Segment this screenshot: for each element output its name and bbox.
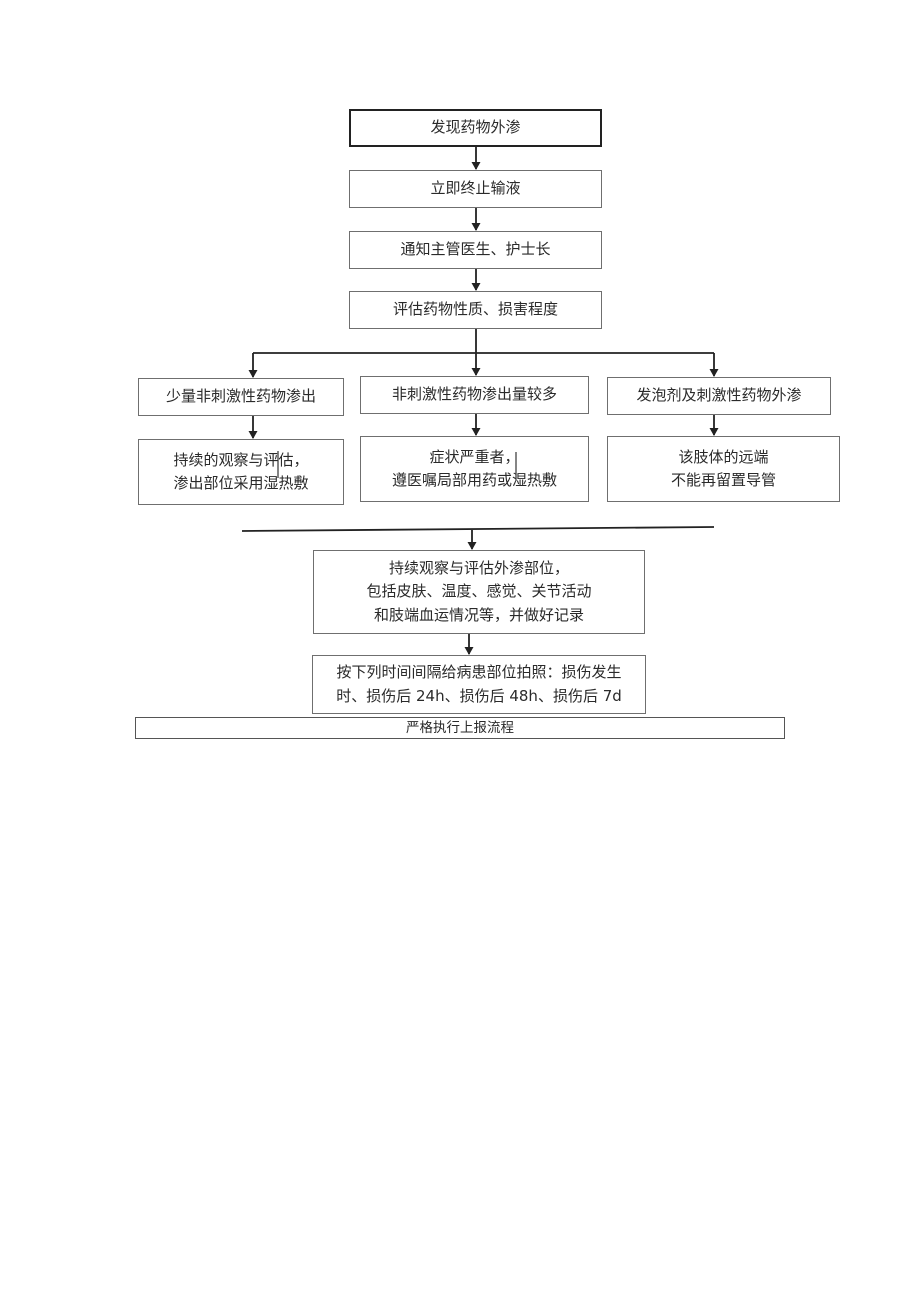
branch-3-action-line-1: 该肢体的远端 bbox=[678, 447, 769, 466]
branch-1-action-line-2: 渗出部位采用湿热敷 bbox=[173, 474, 309, 492]
branch-2-title-box: 非刺激性药物渗出量较多 bbox=[360, 376, 589, 414]
notify-box: 通知主管医生、护士长 bbox=[349, 231, 602, 269]
branch-2-action-line-1: 症状严重者， bbox=[429, 447, 520, 466]
observe-line-1: 持续观察与评估外渗部位， bbox=[388, 559, 569, 578]
observe-line-3: 和肢端血运情况等，并做好记录 bbox=[373, 605, 584, 624]
photo-line-1: 按下列时间间隔给病患部位拍照：损伤发生 bbox=[336, 663, 622, 682]
assess-label: 评估药物性质、损害程度 bbox=[392, 300, 558, 319]
report-box: 严格执行上报流程 bbox=[135, 717, 785, 739]
branch-3-action-line-2: 不能再留置导管 bbox=[670, 471, 776, 489]
branch-3-title-box: 发泡剂及刺激性药物外渗 bbox=[607, 377, 831, 415]
merge-line bbox=[241, 526, 715, 532]
photo-line-2: 时、损伤后 24h、损伤后 48h、损伤后 7d bbox=[336, 686, 622, 705]
branch-1-action-box: 持续的观察与评估， 渗出部位采用湿热敷 bbox=[138, 439, 344, 505]
branch-1-title: 少量非刺激性药物渗出 bbox=[165, 387, 316, 406]
notify-label: 通知主管医生、护士长 bbox=[400, 240, 551, 259]
photo-box: 按下列时间间隔给病患部位拍照：损伤发生 时、损伤后 24h、损伤后 48h、损伤… bbox=[312, 655, 646, 714]
branch-2-title: 非刺激性药物渗出量较多 bbox=[391, 385, 557, 404]
observe-box: 持续观察与评估外渗部位， 包括皮肤、温度、感觉、关节活动 和肢端血运情况等，并做… bbox=[313, 550, 645, 634]
assess-box: 评估药物性质、损害程度 bbox=[349, 291, 602, 329]
stop-infusion-box: 立即终止输液 bbox=[349, 170, 602, 208]
observe-line-2: 包括皮肤、温度、感觉、关节活动 bbox=[366, 582, 592, 601]
report-label: 严格执行上报流程 bbox=[406, 719, 514, 736]
start-label: 发现药物外渗 bbox=[430, 118, 521, 137]
branch-3-title: 发泡剂及刺激性药物外渗 bbox=[636, 386, 802, 405]
start-box: 发现药物外渗 bbox=[349, 109, 602, 147]
branch-1-action-line-1: 持续的观察与评估， bbox=[173, 450, 309, 469]
branch-3-action-box: 该肢体的远端 不能再留置导管 bbox=[607, 436, 840, 502]
branch-1-title-box: 少量非刺激性药物渗出 bbox=[138, 378, 344, 416]
stop-infusion-label: 立即终止输液 bbox=[430, 179, 521, 198]
